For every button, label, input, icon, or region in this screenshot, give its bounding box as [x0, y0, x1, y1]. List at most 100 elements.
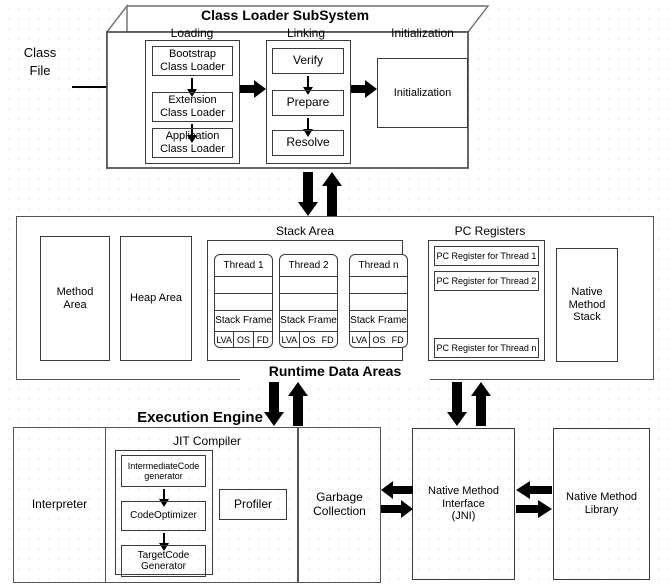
thread-n-empty-row-1 — [350, 277, 407, 294]
thread-2-cell-os: OS — [300, 332, 319, 347]
prepare-label: Prepare — [286, 95, 330, 110]
class-file-label-2: File — [10, 62, 70, 80]
runtime-data-areas-title-text: Runtime Data Areas — [268, 362, 402, 379]
thread-1-empty-row-1 — [215, 277, 272, 294]
thread-n-cell-fd: FD — [388, 332, 407, 347]
loading-to-linking-arrow — [240, 80, 266, 98]
bootstrap-class-loader-box[interactable]: Bootstrap Class Loader — [152, 46, 233, 76]
native-method-stack-line1: Native — [571, 286, 603, 299]
thread-n-stack-frame: Stack Frame — [350, 311, 407, 332]
jit-arrow-1 — [159, 489, 169, 507]
thread-2-cell-lva-text: LVA — [281, 335, 298, 346]
thread-n-stack-frame-text: Stack Frame — [350, 315, 407, 327]
native-method-interface-box[interactable]: Native Method Interface (JNI) — [412, 428, 515, 580]
pc-register-thread-1[interactable]: PC Register for Thread 1 — [434, 246, 539, 266]
stack-area-title-text: Stack Area — [275, 224, 335, 239]
application-class-loader-line2: Class Loader — [160, 143, 225, 155]
class-loader-subsystem-3d-shell — [100, 2, 500, 174]
thread-n-cell-os-text: OS — [372, 335, 386, 346]
linking-group-box — [266, 40, 351, 164]
verify-box[interactable]: Verify — [272, 48, 344, 74]
class-file-label-line2: File — [29, 62, 51, 78]
native-method-library-box[interactable]: Native Method Library — [553, 428, 650, 580]
thread-1-empty-row-2 — [215, 294, 272, 311]
prepare-box[interactable]: Prepare — [272, 90, 344, 116]
loading-arrow-1 — [187, 78, 197, 97]
profiler-label: Profiler — [233, 496, 272, 511]
thread-1-cell-os-text: OS — [236, 335, 250, 346]
pc-register-thread-n-text: PC Register for Thread n — [436, 342, 537, 353]
runtime-to-engine-arrow-down-left — [264, 382, 284, 426]
thread-n-stack[interactable]: Thread n Stack Frame LVA OS FD — [349, 254, 408, 348]
intermediate-code-generator-box[interactable]: IntermediateCode generator — [121, 455, 206, 487]
thread-n-cell-fd-text: FD — [391, 335, 404, 346]
native-method-stack-line3: Stack — [573, 311, 601, 324]
profiler-box[interactable]: Profiler — [219, 489, 287, 520]
runtime-to-classloader-arrow-up — [322, 172, 342, 216]
jni-to-runtime-arrow-up — [471, 382, 491, 426]
extension-class-loader-box[interactable]: Extension Class Loader — [152, 92, 233, 122]
target-code-generator-box[interactable]: TargetCode Generator — [121, 545, 206, 577]
thread-2-cell-os-text: OS — [302, 335, 316, 346]
phase-header-loading: Loading — [142, 26, 242, 42]
thread-2-stack[interactable]: Thread 2 Stack Frame LVA OS FD — [279, 254, 338, 348]
extension-class-loader-line1: Extension — [168, 94, 217, 107]
native-method-interface-line1: Native Method — [428, 485, 499, 498]
heap-area-box[interactable]: Heap Area — [120, 236, 192, 361]
application-class-loader-line1: Application — [165, 130, 220, 143]
native-method-stack-box[interactable]: Native Method Stack — [556, 248, 618, 362]
resolve-label: Resolve — [286, 135, 330, 150]
jit-compiler-title-text: JIT Compiler — [173, 434, 241, 449]
jni-to-gc-arrow-left — [381, 481, 413, 499]
thread-n-name-text: Thread n — [358, 259, 399, 271]
target-code-generator-line2: Generator — [140, 561, 187, 572]
phase-header-linking-text: Linking — [286, 26, 326, 41]
application-class-loader-box[interactable]: Application Class Loader — [152, 128, 233, 158]
code-optimizer-label: CodeOptimizer — [130, 510, 197, 522]
thread-1-stack[interactable]: Thread 1 Stack Frame LVA OS FD — [214, 254, 273, 348]
runtime-data-areas-title: Runtime Data Areas — [240, 362, 430, 380]
thread-1-name-text: Thread 1 — [223, 259, 264, 271]
pc-registers-box — [428, 240, 545, 361]
thread-1-stack-frame: Stack Frame — [215, 311, 272, 332]
thread-2-stack-frame: Stack Frame — [280, 311, 337, 332]
thread-2-empty-row-1 — [280, 277, 337, 294]
phase-header-initialization-text: Initialization — [391, 26, 454, 41]
jit-compiler-box — [115, 450, 213, 575]
thread-2-empty-row-2 — [280, 294, 337, 311]
thread-n-cell-os: OS — [370, 332, 389, 347]
interpreter-box[interactable]: Interpreter — [13, 427, 106, 583]
thread-n-cell-lva: LVA — [350, 332, 370, 347]
resolve-box[interactable]: Resolve — [272, 130, 344, 156]
library-to-jni-arrow-left — [516, 481, 552, 499]
pc-register-thread-1-text: PC Register for Thread 1 — [436, 250, 537, 261]
method-area-box[interactable]: Method Area — [40, 236, 110, 361]
class-loader-subsystem-title-text: Class Loader SubSystem — [200, 6, 370, 23]
native-method-stack-line2: Method — [568, 298, 606, 311]
heap-area-label: Heap Area — [130, 292, 182, 305]
method-area-line1: Method — [56, 285, 94, 298]
intermediate-code-generator-line2: generator — [144, 471, 183, 481]
pc-register-thread-2[interactable]: PC Register for Thread 2 — [434, 271, 539, 291]
thread-1-cell-fd: FD — [254, 332, 272, 347]
gc-to-jni-arrow-right — [381, 500, 413, 518]
thread-2-cell-fd-text: FD — [321, 335, 334, 346]
native-method-library-line1: Native Method — [566, 491, 637, 504]
jni-to-library-arrow-right — [516, 500, 552, 518]
extension-class-loader-line2: Class Loader — [160, 107, 225, 119]
thread-1-cell-os: OS — [234, 332, 254, 347]
initialization-label: Initialization — [393, 86, 452, 99]
code-optimizer-box[interactable]: CodeOptimizer — [121, 501, 206, 531]
garbage-collection-box[interactable]: Garbage Collection — [298, 427, 381, 583]
phase-header-initialization: Initialization — [370, 26, 475, 42]
method-area-line2: Area — [63, 298, 87, 311]
initialization-box[interactable]: Initialization — [377, 58, 468, 128]
pc-register-thread-n[interactable]: PC Register for Thread n — [434, 338, 539, 358]
bootstrap-class-loader-line2: Class Loader — [160, 61, 225, 73]
pc-registers-title-text: PC Registers — [454, 224, 526, 239]
thread-1-frame-cells: LVA OS FD — [215, 332, 272, 347]
thread-2-cell-lva: LVA — [280, 332, 300, 347]
pc-registers-title: PC Registers — [430, 224, 550, 240]
linking-arrow-2 — [303, 118, 313, 137]
